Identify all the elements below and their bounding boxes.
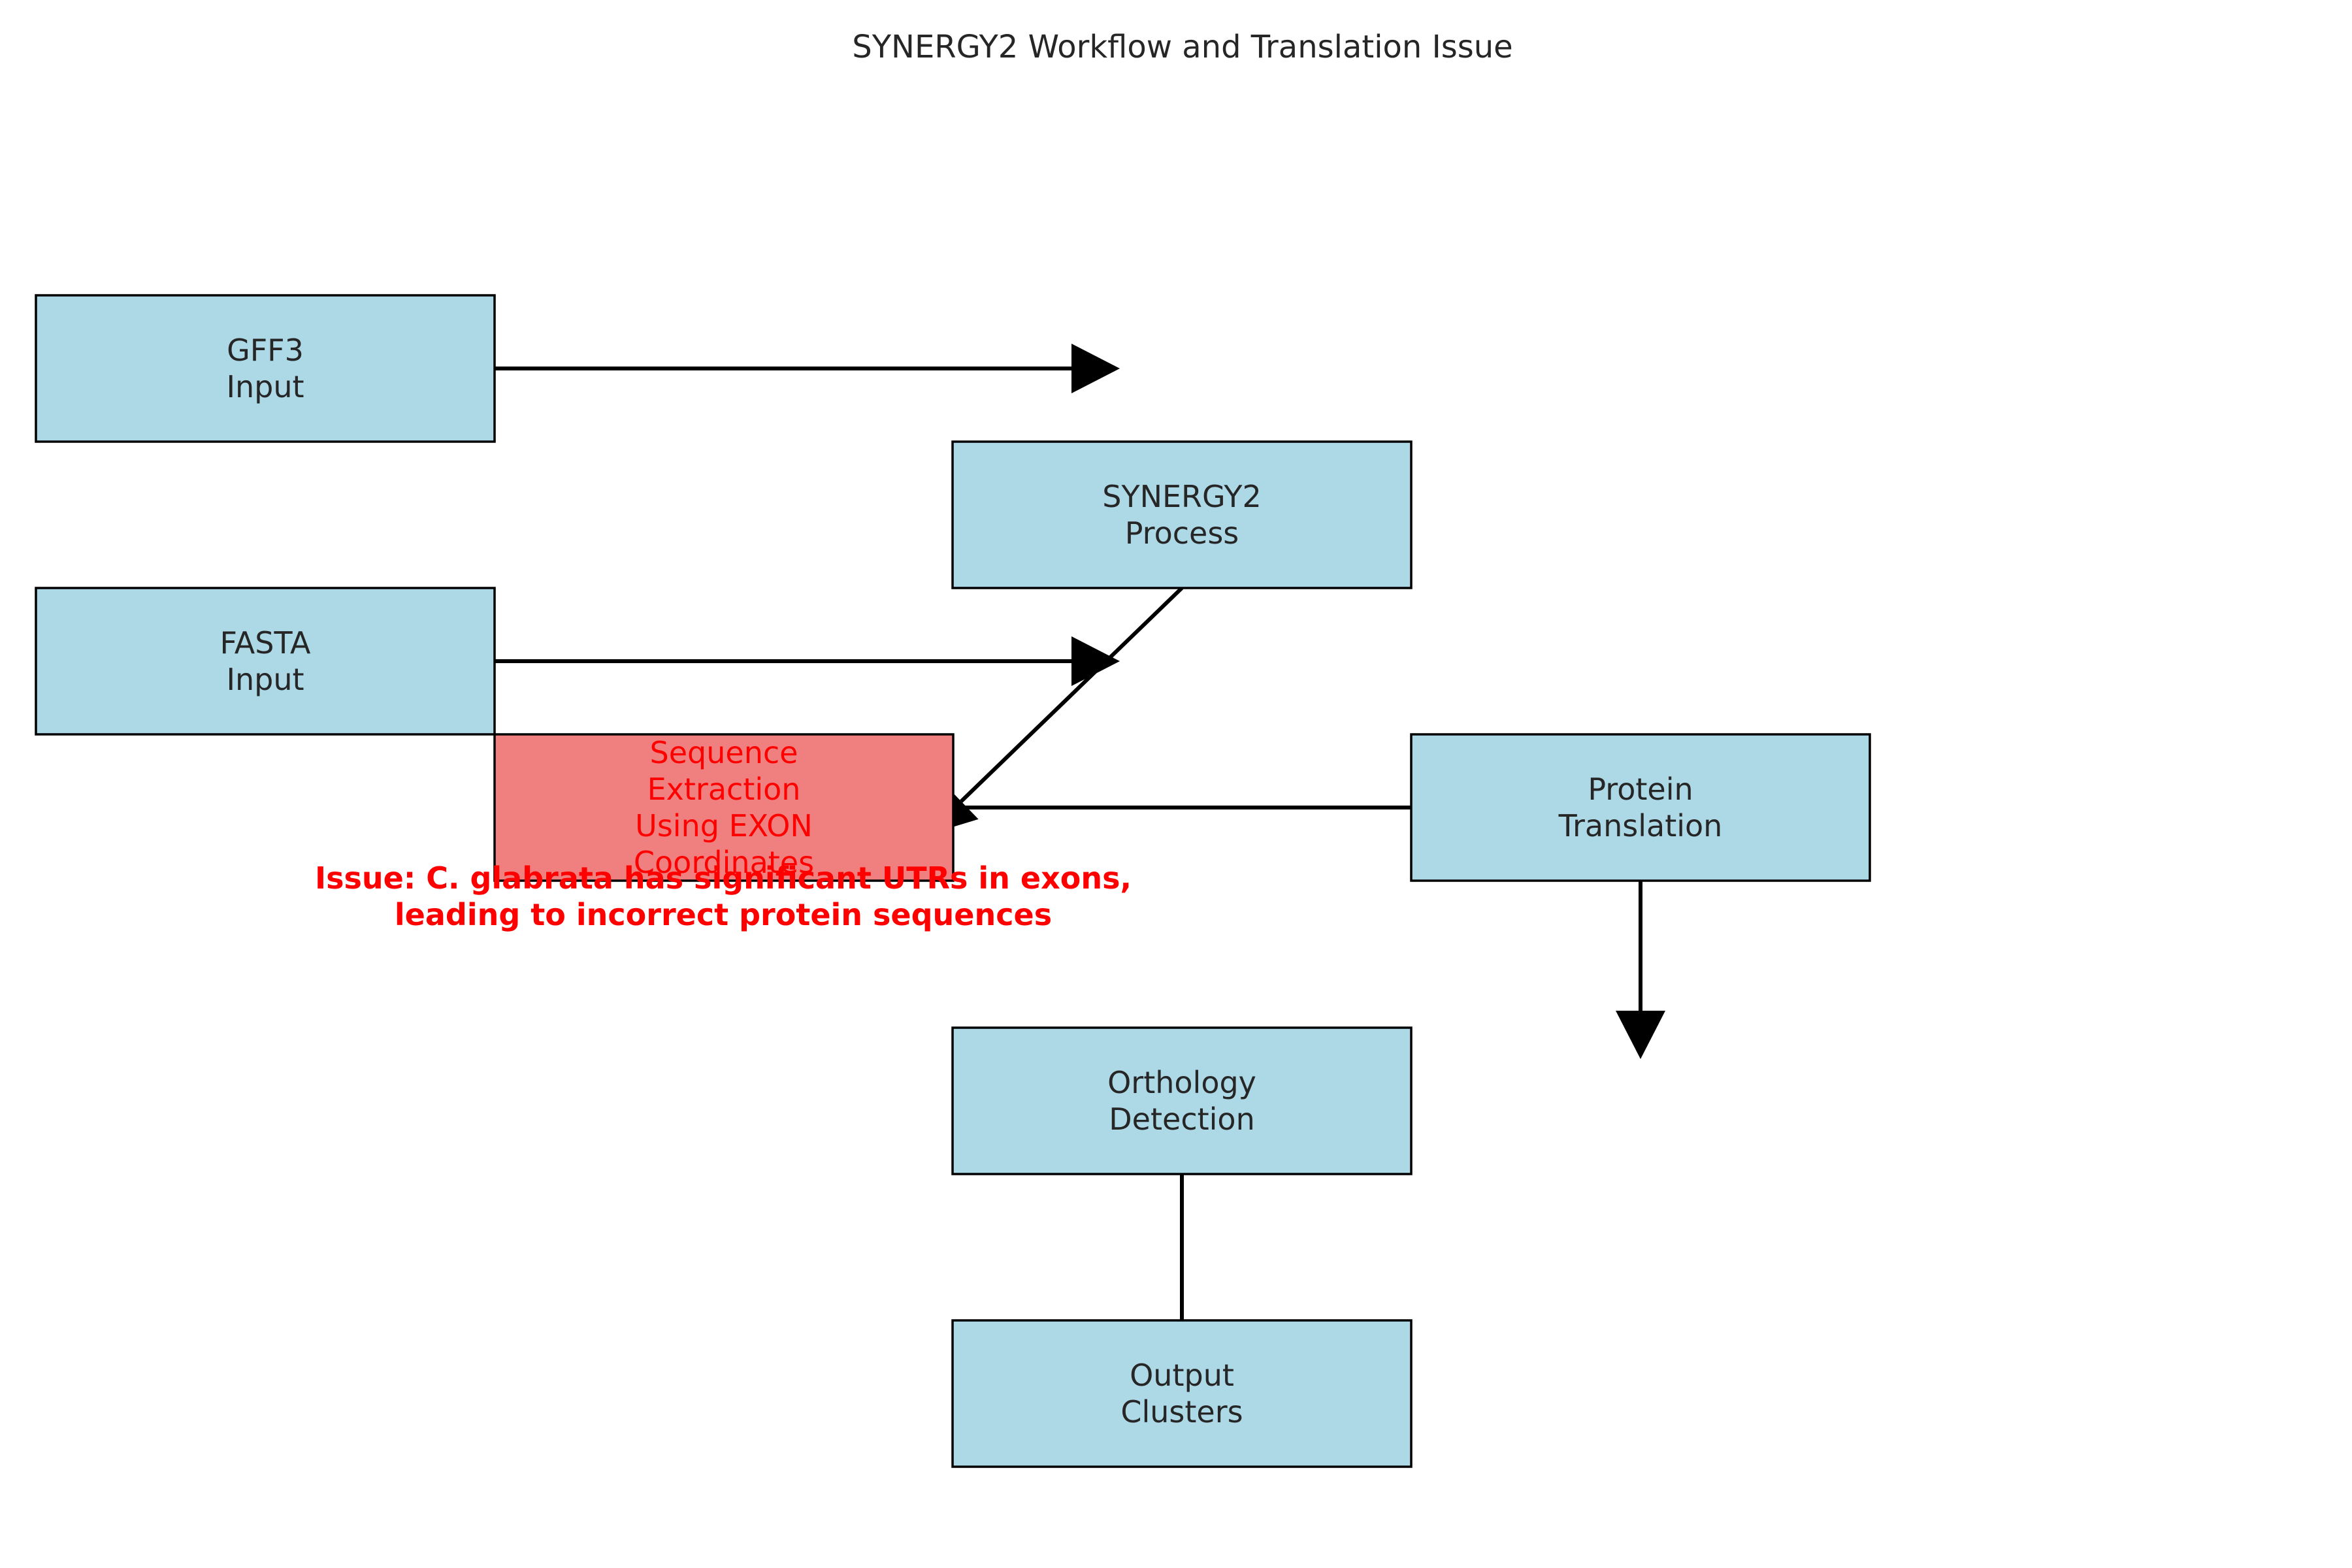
node-label-translation-0: Protein [1588,772,1693,807]
arrow-fasta-to-synergy2-head [1071,636,1120,686]
node-label-extraction-3: Coordinates [634,845,814,880]
node-label-synergy2-0: SYNERGY2 [1102,479,1261,514]
arrow-gff3-to-synergy2 [495,344,1120,393]
node-label-gff3-0: GFF3 [227,333,304,368]
node-label-output-1: Clusters [1120,1394,1243,1429]
nodes-layer: GFF3InputSYNERGY2ProcessFASTAInputSequen… [35,294,1871,1468]
node-label-orthology-1: Detection [1109,1102,1254,1137]
node-label-fasta-0: FASTA [220,625,311,661]
node-box-output [951,1319,1413,1468]
node-box-extraction [493,733,955,882]
arrow-gff3-to-synergy2-head [1071,344,1120,393]
node-label-extraction-1: Extraction [647,772,801,807]
node-box-translation [1410,733,1871,882]
arrow-synergy2-to-extraction-shaft [960,586,1184,803]
node-label-extraction-0: Sequence [650,735,798,770]
arrow-translation-down [1616,881,1665,1059]
node-label-gff3-1: Input [226,369,304,404]
node-label-synergy2-1: Process [1125,515,1239,551]
node-label-extraction-2: Using EXON [635,808,813,843]
node-box-gff3 [35,294,496,443]
node-box-synergy2 [951,440,1413,589]
issue-note-line-0: Issue: C. glabrata has significant UTRs … [315,860,1132,896]
node-label-translation-1: Translation [1558,808,1723,843]
arrow-synergy2-to-extraction [926,586,1184,835]
node-label-fasta-1: Input [226,662,304,697]
node-box-fasta [35,587,496,736]
arrow-fasta-to-synergy2 [495,636,1120,686]
node-label-output-0: Output [1130,1358,1234,1393]
node-box-orthology [951,1026,1413,1175]
issue-note: Issue: C. glabrata has significant UTRs … [315,860,1132,932]
node-label-orthology-0: Orthology [1107,1065,1256,1100]
issue-note-line-1: leading to incorrect protein sequences [395,897,1052,932]
arrow-translation-down-head [1616,1011,1665,1059]
diagram-title: SYNERGY2 Workflow and Translation Issue [852,29,1512,65]
